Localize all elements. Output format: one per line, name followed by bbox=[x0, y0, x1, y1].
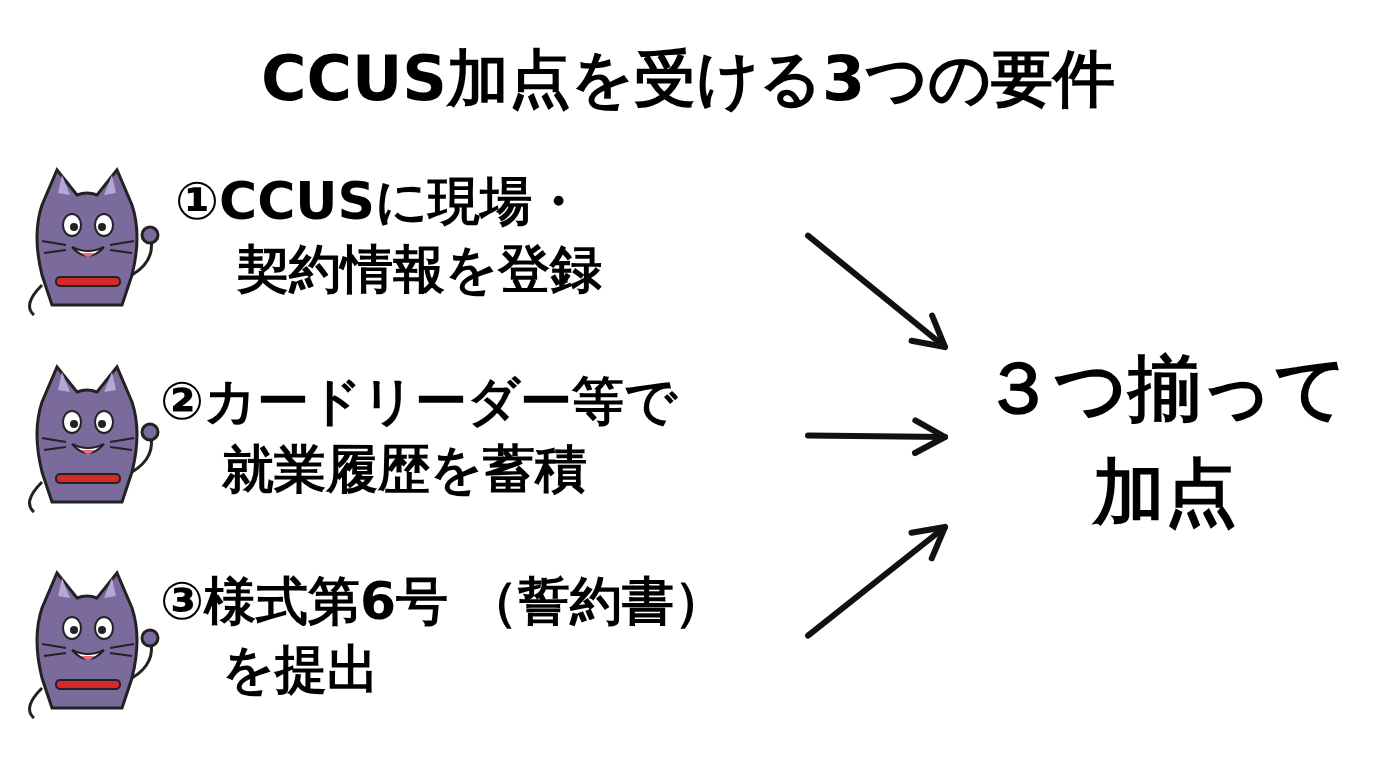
cat-icon bbox=[30, 367, 159, 512]
cat-icon bbox=[30, 573, 159, 718]
arrow-line bbox=[808, 527, 945, 636]
diagram-title: CCUS加点を受ける3つの要件 bbox=[0, 42, 1376, 116]
cat-icon bbox=[30, 170, 159, 315]
result-text: ３つ揃って 加点 bbox=[965, 336, 1365, 545]
arrow-connector bbox=[808, 420, 945, 453]
arrow-line bbox=[808, 436, 945, 437]
node-text: ①CCUSに現場・ 契約情報を登録 bbox=[175, 168, 775, 303]
arrow-head bbox=[912, 316, 945, 347]
node-text: ３つ揃って 加点 bbox=[965, 336, 1365, 545]
arrow-connector bbox=[808, 527, 945, 636]
node-text: ③様式第6号 （誓約書）を提出 bbox=[160, 568, 760, 703]
arrow-connector bbox=[808, 236, 945, 347]
arrow-head bbox=[915, 420, 945, 453]
requirement-item: ②カードリーダー等で 就業履歴を蓄積 bbox=[160, 368, 780, 503]
node-text: ②カードリーダー等で 就業履歴を蓄積 bbox=[160, 368, 780, 503]
requirement-item: ①CCUSに現場・ 契約情報を登録 bbox=[175, 168, 775, 303]
requirement-item: ③様式第6号 （誓約書）を提出 bbox=[160, 568, 760, 703]
arrow-line bbox=[808, 236, 945, 347]
arrow-head bbox=[911, 527, 945, 558]
